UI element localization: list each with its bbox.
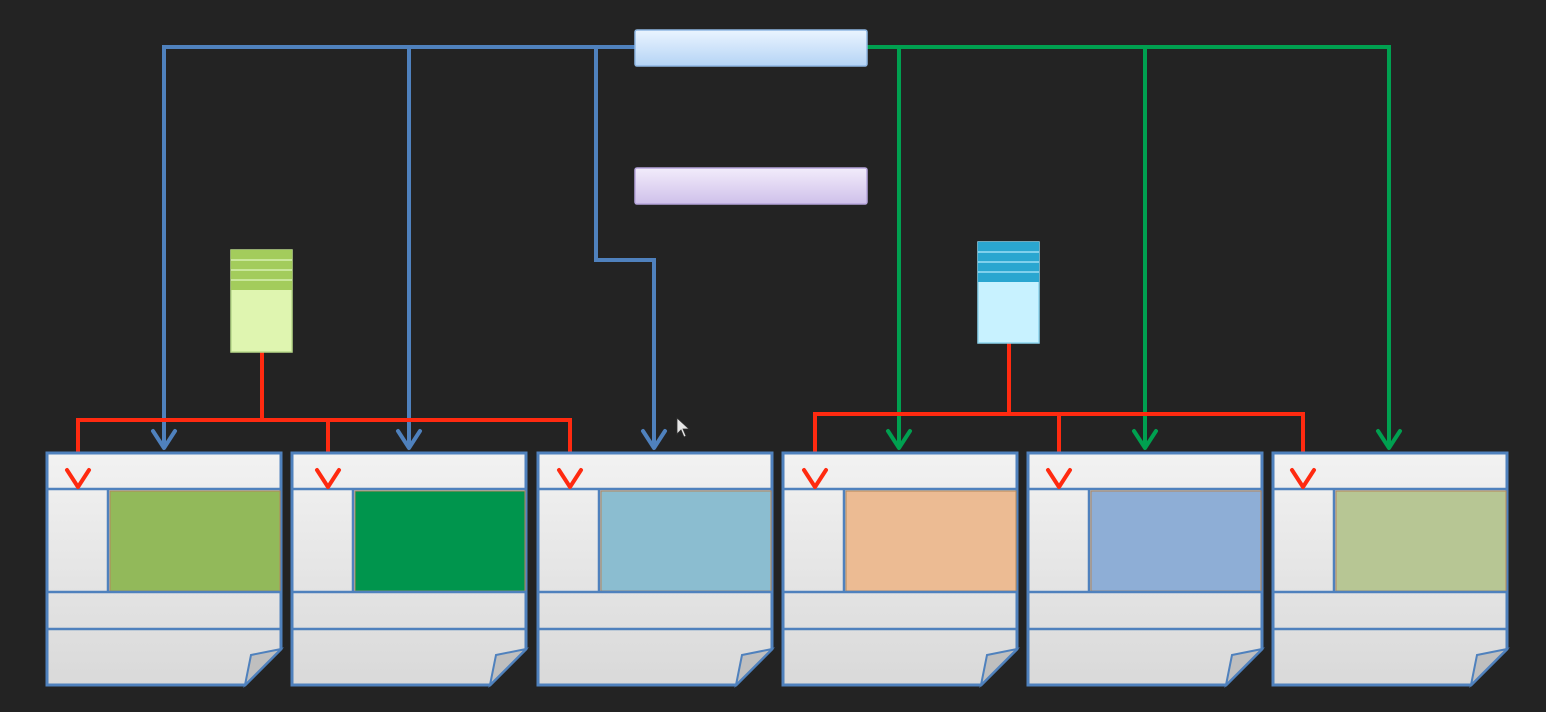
red-arrow-3	[557, 468, 583, 489]
page-1-folded-corner	[243, 647, 285, 689]
green-arrow-page-6	[1376, 429, 1402, 450]
page-3-folded-corner	[734, 647, 776, 689]
page-2-folded-corner	[488, 647, 530, 689]
green-connector-lines	[867, 45, 1391, 448]
red-arrow-6	[1290, 468, 1316, 489]
blue-line-page-3	[594, 47, 656, 448]
green-line-page-6	[867, 45, 1391, 448]
page-4	[781, 451, 1021, 689]
blue-arrow-page-2	[396, 429, 422, 450]
page-6-folded-corner	[1469, 647, 1511, 689]
page-row	[45, 451, 1511, 689]
page-3	[536, 451, 776, 689]
page-5	[1026, 451, 1266, 689]
page-5-content-block	[1090, 490, 1262, 592]
red-arrow-4	[802, 468, 828, 489]
green-arrow-page-5	[1132, 429, 1158, 450]
page-4-content-block	[845, 490, 1017, 592]
page-6	[1271, 451, 1511, 689]
page-3-content-block	[600, 490, 772, 592]
blue-arrow-page-3	[641, 429, 667, 450]
green-arrow-page-4	[886, 429, 912, 450]
red-arrow-1	[65, 468, 91, 489]
page-2-content-block	[354, 490, 526, 592]
blue-line-page-1	[162, 45, 635, 448]
red-arrow-2	[315, 468, 341, 489]
blue-arrow-page-1	[151, 429, 177, 450]
master-bar	[634, 29, 868, 67]
arrowheads	[65, 429, 1402, 489]
cyan-source-block	[977, 241, 1040, 344]
page-6-content-block	[1335, 490, 1507, 592]
blue-connector-lines	[162, 45, 656, 448]
mouse-cursor-icon	[676, 417, 691, 438]
page-1-content-block	[109, 490, 281, 592]
secondary-bar	[634, 167, 868, 205]
page-1	[45, 451, 285, 689]
green-source-block	[230, 249, 293, 353]
page-2	[290, 451, 530, 689]
page-4-folded-corner	[979, 647, 1021, 689]
red-arrow-5	[1046, 468, 1072, 489]
page-5-folded-corner	[1224, 647, 1266, 689]
